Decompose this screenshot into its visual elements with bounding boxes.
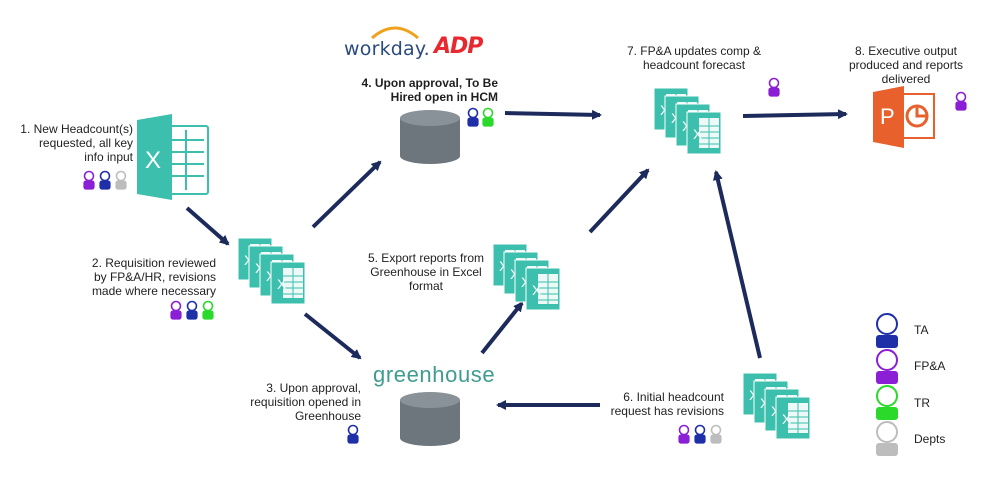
excel-stack-icon-step7: [653, 87, 722, 155]
step-8-line: 8. Executive output: [854, 44, 958, 58]
step-7-label: 7. FP&A updates comp & headcount forecas…: [617, 44, 771, 72]
legend-person-icon-depts: [876, 421, 898, 456]
workday-logo-arc: [371, 26, 419, 40]
arrow-2-to-4: [311, 160, 382, 229]
step-1-line: info input: [84, 150, 133, 164]
step-2-label: 2. Requisition reviewed by FP&A/HR, revi…: [40, 256, 216, 298]
step-6-label: 6. Initial headcount request has revisio…: [586, 390, 724, 418]
adp-logo: ADP: [434, 34, 483, 59]
arrow-3-to-5: [480, 301, 524, 355]
excel-icon-step1: X: [137, 114, 209, 200]
step-1-line: 1. New Headcount(s): [20, 122, 133, 136]
step-1-line: requested, all key: [38, 136, 133, 150]
legend-label-ta: TA: [914, 323, 929, 337]
step-5-line: format: [408, 279, 443, 293]
person-icon-depts: [710, 424, 722, 444]
person-icon-tr: [482, 107, 494, 127]
excel-stack-icon-step6: [742, 372, 811, 440]
excel-letter: X: [145, 147, 161, 174]
workday-logo: workday.: [344, 38, 430, 60]
person-icon-depts: [115, 170, 127, 190]
arrow-2-to-3: [303, 312, 362, 360]
step-3-label: 3. Upon approval, requisition opened in …: [200, 381, 361, 423]
step-6-line: request has revisions: [610, 404, 724, 418]
step-7-line: 7. FP&A updates comp &: [626, 44, 762, 58]
powerpoint-letter: P: [880, 104, 895, 129]
step-2-line: 2. Requisition reviewed: [91, 256, 216, 270]
arrow-6-to-7: [712, 170, 762, 359]
arrow-4-to-7: [504, 109, 602, 120]
arrow-5-to-7: [588, 168, 650, 234]
step-7-line: headcount forecast: [642, 58, 746, 72]
legend-label-depts: Depts: [914, 432, 946, 446]
step-5-label: 5. Export reports from Greenhouse in Exc…: [356, 251, 496, 293]
legend-label-fpa: FP&A: [914, 359, 946, 373]
greenhouse-logo: greenhouse: [373, 362, 496, 387]
arrow-7-to-8: [742, 109, 848, 120]
step-4-line: Hired open in HCM: [390, 90, 498, 104]
person-icon-ta: [99, 170, 111, 190]
step-3-line: Greenhouse: [294, 409, 361, 423]
step-2-line: by FP&A/HR, revisions: [93, 270, 216, 284]
step-8-line: produced and reports: [848, 58, 964, 72]
legend-person-icon-tr: [876, 385, 898, 420]
step-5-line: 5. Export reports from: [367, 251, 485, 265]
person-icon-fpa: [955, 91, 967, 111]
person-icon-ta: [467, 107, 479, 127]
step-6-line: 6. Initial headcount: [623, 390, 724, 404]
step-8-line: delivered: [881, 72, 931, 86]
legend-person-icon-ta: [876, 313, 898, 348]
excel-stack-icon-step5: [492, 243, 561, 311]
person-icon-fpa: [170, 300, 182, 320]
person-icon-ta: [186, 300, 198, 320]
step-1-label: 1. New Headcount(s) requested, all key i…: [0, 122, 133, 164]
step-2-line: made where necessary: [91, 284, 216, 298]
step-4-line: 4. Upon approval, To Be: [361, 76, 498, 90]
powerpoint-icon: P: [873, 86, 935, 148]
step-4-label: 4. Upon approval, To Be Hired open in HC…: [338, 76, 498, 104]
legend-person-icon-fpa: [876, 349, 898, 384]
arrow-1-to-2: [185, 206, 230, 246]
legend-label-tr: TR: [914, 396, 930, 410]
step-3-line: requisition opened in: [250, 395, 361, 409]
database-icon-greenhouse: [400, 392, 460, 446]
person-icon-fpa: [678, 424, 690, 444]
person-icon-tr: [202, 300, 214, 320]
step-8-label: 8. Executive output produced and reports…: [840, 44, 972, 86]
person-icon-fpa: [768, 77, 780, 97]
step-5-line: Greenhouse in Excel: [370, 265, 482, 279]
database-icon-hcm: [400, 110, 460, 164]
person-icon-fpa: [83, 170, 95, 190]
excel-stack-icon-step2: [237, 237, 306, 305]
step-3-line: 3. Upon approval,: [266, 381, 361, 395]
person-icon-ta: [694, 424, 706, 444]
person-icon-ta: [347, 424, 359, 444]
